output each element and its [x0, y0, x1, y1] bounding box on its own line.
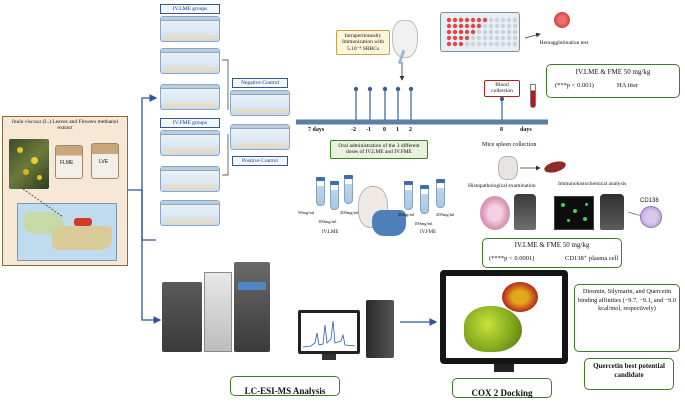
- dose-fme-100: 100mg/ml: [414, 221, 433, 226]
- tick-label-m2: -2: [351, 127, 356, 133]
- cd138-result-line1: IV.LME & FME 50 mg/kg: [514, 241, 590, 249]
- cage-positive: [230, 124, 290, 150]
- dose-group-fme: IV.FME: [420, 230, 437, 235]
- dose-lme-200: 200mg/ml: [340, 210, 359, 215]
- rbc-icon: [554, 12, 570, 28]
- cage-ivlme-3: [160, 84, 220, 110]
- affinity-text: Diosmin, Silymarin, and Quercetin bindin…: [578, 288, 676, 312]
- sacrifice-label: Sacrifice: [506, 113, 528, 119]
- cd138-result-box: IV.LME & FME 50 mg/kg (****p < 0.0001) C…: [482, 238, 622, 268]
- cage-ivlme-1: [160, 16, 220, 42]
- immunization-box: Intraperitoneally Immunization with 5.10…: [336, 30, 390, 55]
- immunohistochemistry-label: Immunohistochemical analysis: [558, 181, 627, 187]
- chromatogram-monitor: [298, 310, 360, 354]
- jar-flme: FLME: [55, 145, 83, 179]
- tick-label-m1: -1: [366, 127, 371, 133]
- dissection-mouse-icon: [498, 156, 518, 180]
- tube-lme-200: [344, 175, 353, 204]
- fluorescence-image: [554, 196, 594, 230]
- cage-ivlme-2: [160, 48, 220, 74]
- docking-monitor: [440, 270, 568, 364]
- docking-label-box: COX 2 Docking: [452, 378, 552, 398]
- pc-tower-icon: [366, 300, 394, 358]
- blood-tube-icon: [530, 84, 536, 108]
- dose-group-lme: IV.LME: [322, 230, 339, 235]
- tube-lme-100: [330, 181, 339, 210]
- hemagglutination-label: Hemagglutination test: [539, 40, 589, 46]
- blood-collection-box: Blood collection: [484, 80, 520, 97]
- protein-structure-green: [464, 306, 522, 352]
- tube-fme-50: [404, 181, 413, 210]
- ha-result-titer: HA titer: [617, 82, 639, 89]
- lcms-label-box: LC-ESI-MS Analysis: [230, 376, 340, 396]
- cd138-cell-icon: [640, 206, 662, 228]
- affinity-box: Diosmin, Silymarin, and Quercetin bindin…: [574, 284, 680, 352]
- day8-label: 8: [500, 127, 503, 133]
- protein-structure-red: [502, 282, 538, 312]
- histology-slide-image: [480, 196, 510, 230]
- tick-label-2: 2: [409, 127, 412, 133]
- ha-result-pvalue: (***p < 0.001): [555, 82, 594, 89]
- cd138-result-pvalue: (****p < 0.0001): [489, 255, 535, 262]
- cd138-tag: CD138: [640, 198, 659, 204]
- tick-label-0: 0: [383, 127, 386, 133]
- jar-lve: LVE: [91, 143, 119, 179]
- hand-icon: [372, 210, 406, 236]
- docking-monitor-stand: [494, 364, 514, 372]
- best-candidate-box: Quercetin best potential candidate: [584, 358, 674, 390]
- elisa-plate: [440, 12, 520, 52]
- histopathology-label: Histopathological examination: [468, 183, 536, 189]
- dose-fme-50: 50mg/ml: [398, 212, 415, 217]
- positive-control-label: Positive Control: [232, 156, 288, 166]
- tick-label-1: 1: [396, 127, 399, 133]
- ha-result-line1: IV.LME & FME 50 mg/kg: [575, 68, 651, 76]
- jar-lve-label: LVE: [99, 159, 109, 165]
- jar-flme-label: FLME: [60, 160, 74, 166]
- ha-result-box: IV.LME & FME 50 mg/kg (***p < 0.001) HA …: [546, 64, 680, 98]
- ivlme-groups-label: IV.LME groups: [160, 4, 220, 14]
- tube-fme-100: [420, 185, 429, 214]
- spleen-collection-label: Mice spleen collection: [482, 142, 537, 148]
- days7-label: 7 days: [308, 127, 325, 133]
- map-pointer: [22, 188, 64, 218]
- microscope-icon-right: [600, 194, 624, 230]
- cage-ivfme-1: [160, 130, 220, 156]
- cage-negative: [230, 90, 290, 116]
- negative-control-label: Negative Control: [232, 78, 288, 88]
- plate-wells: [446, 17, 518, 47]
- ivfme-groups-label: IV.FME groups: [160, 118, 220, 128]
- tube-fme-200: [436, 179, 445, 208]
- microscope-icon-left: [514, 194, 536, 230]
- oral-administration-box: Oral administration of the 3 different d…: [330, 140, 428, 159]
- lcms-instrument-icon: [162, 262, 272, 358]
- best-candidate-text: Quercetin best potential candidate: [593, 362, 665, 380]
- dose-lme-100: 100mg/ml: [318, 219, 337, 224]
- cage-ivfme-3: [160, 200, 220, 226]
- dose-lme-50: 50mg/ml: [298, 210, 315, 215]
- adaptive-feeding-label: Adaptive feeding: [298, 112, 339, 118]
- days-label: days: [520, 127, 532, 133]
- monitor-stand-left: [322, 354, 336, 360]
- map-image: [17, 203, 117, 261]
- dose-fme-200: 200mg/ml: [436, 212, 455, 217]
- extract-panel: Inula viscosa (L.) Leaves and Flowers me…: [2, 116, 128, 266]
- docking-label: COX 2 Docking: [471, 388, 533, 398]
- chromatogram-trace: [302, 320, 356, 348]
- mouse-icon: [392, 20, 418, 58]
- cage-ivfme-2: [160, 166, 220, 192]
- tube-lme-50: [316, 177, 325, 206]
- plant-photo: [9, 139, 49, 189]
- cd138-result-plasma: CD138⁺ plasma cell: [565, 255, 619, 262]
- extract-title: Inula viscosa (L.) Leaves and Flowers me…: [11, 119, 119, 132]
- lcms-label: LC-ESI-MS Analysis: [244, 386, 326, 396]
